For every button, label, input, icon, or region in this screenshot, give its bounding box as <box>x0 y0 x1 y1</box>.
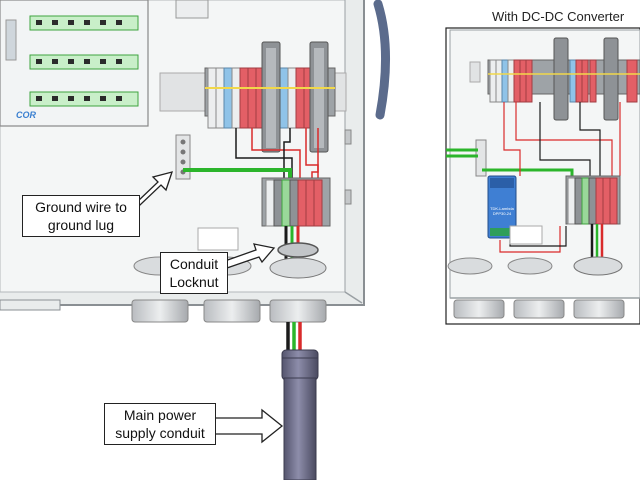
terminal-strips <box>29 15 139 107</box>
converter-model: DPP30-24 <box>492 211 512 216</box>
arrow-conduit <box>211 408 284 444</box>
callout-arrows <box>136 171 284 444</box>
callout-conduit-line-1: Main power <box>123 407 197 423</box>
latch <box>344 129 352 145</box>
callout-conduit-locknut: Conduit Locknut <box>160 252 228 294</box>
callout-locknut-line-2: Locknut <box>169 274 219 290</box>
label-plate <box>197 227 239 251</box>
arrow-ground <box>136 171 173 206</box>
top-module <box>175 0 209 19</box>
top-terminal-block <box>204 41 336 153</box>
latch-2 <box>344 189 352 205</box>
right-lower-terminal-block <box>565 175 621 225</box>
right-panel <box>445 27 640 325</box>
enclosure-bosses <box>0 299 327 323</box>
lower-terminal-block <box>261 177 331 227</box>
callout-ground-wire: Ground wire to ground lug <box>22 195 140 237</box>
right-panel-title: With DC-DC Converter <box>492 9 625 24</box>
left-enclosure: COR <box>0 0 391 306</box>
callout-ground-line-2: ground lug <box>47 217 115 233</box>
right-top-terminal-block <box>487 37 640 121</box>
callout-main-conduit: Main power supply conduit <box>104 403 216 445</box>
callout-ground-line-1: Ground wire to <box>35 199 127 215</box>
brand-fragment: COR <box>16 110 37 120</box>
conduit-locknut <box>277 242 319 258</box>
dc-dc-converter <box>487 175 517 239</box>
callout-locknut-line-1: Conduit <box>169 256 219 272</box>
arrow-locknut <box>221 243 276 270</box>
callout-conduit-line-2: supply conduit <box>115 425 205 441</box>
converter-label: TDK-Lambda DPP30-24 <box>488 206 516 216</box>
door-handle <box>373 0 391 120</box>
main-conduit <box>281 322 319 481</box>
converter-brand: TDK-Lambda <box>490 206 514 211</box>
